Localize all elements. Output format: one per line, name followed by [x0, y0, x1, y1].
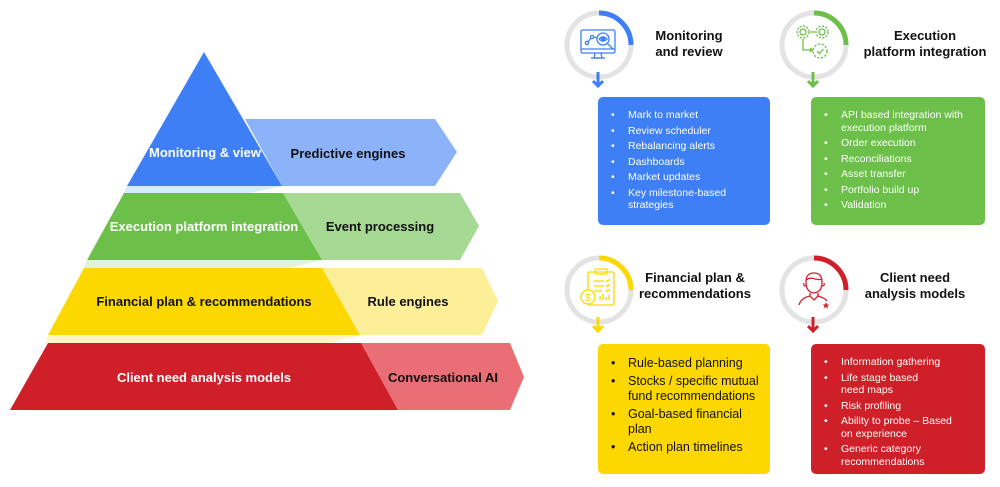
- clipboard-dollar-icon: $: [580, 268, 615, 306]
- list-item: Mark to market: [608, 109, 760, 122]
- list-item: Validation: [821, 199, 975, 212]
- list-item: Key milestone-based strategies: [608, 187, 760, 212]
- svg-text:$: $: [585, 293, 591, 304]
- feature-list: Mark to market Review scheduler Rebalanc…: [608, 109, 760, 212]
- tier-arrow-label-event-processing: Event processing: [326, 219, 434, 234]
- card-client-need: Information gathering Life stage based n…: [811, 344, 985, 474]
- section-title: Execution platform integration: [863, 28, 987, 59]
- list-item: Rule-based planning: [608, 356, 760, 371]
- card-financial-plan: Rule-based planning Stocks / specific mu…: [598, 344, 770, 474]
- list-item: Review scheduler: [608, 125, 760, 138]
- list-item: Order execution: [821, 137, 975, 150]
- card-execution-platform: API based integration with execution pla…: [811, 97, 985, 225]
- pyramid-tier-financial-plan: Financial plan & recommendations Rule en…: [46, 268, 498, 343]
- tier-shape-client-need: [10, 343, 398, 410]
- list-item: Asset transfer: [821, 168, 975, 181]
- tier-label-execution: Execution platform integration: [110, 219, 299, 234]
- list-item: Portfolio build up: [821, 184, 975, 197]
- tier-arrow-label-predictive-engines: Predictive engines: [291, 146, 406, 161]
- list-item: Dashboards: [608, 156, 760, 169]
- tier-label-financial-plan: Financial plan & recommendations: [96, 294, 311, 309]
- list-item: Market updates: [608, 171, 760, 184]
- arrow-down-icon: [591, 72, 605, 89]
- arrow-down-icon: [591, 317, 605, 334]
- tier-arrow-event-processing: [283, 193, 479, 260]
- tier-shadow: [84, 260, 322, 268]
- tier-arrow-label-rule-engines: Rule engines: [368, 294, 449, 309]
- tier-arrow-conversational-ai: [361, 343, 524, 410]
- list-item: Goal-based financial plan: [608, 407, 760, 437]
- pyramid-tier-client-need: Client need analysis models Conversation…: [10, 343, 524, 410]
- list-item: Action plan timelines: [608, 440, 760, 455]
- tier-arrow-rule-engines: [322, 268, 498, 335]
- feature-list: API based integration with execution pla…: [821, 109, 975, 212]
- list-item: Risk profiling: [821, 400, 975, 413]
- tier-shape-monitoring: [127, 52, 282, 186]
- list-item: Reconciliations: [821, 153, 975, 166]
- tier-shadow: [124, 186, 282, 193]
- list-item: API based integration with execution pla…: [821, 109, 975, 134]
- tier-shape-financial-plan: [48, 268, 360, 335]
- section-title: Client need analysis models: [864, 270, 966, 301]
- monitor-analytics-icon: [580, 29, 616, 59]
- arrow-down-icon: [806, 317, 820, 334]
- tier-arrow-predictive-engines: [245, 119, 457, 186]
- gears-workflow-icon: [796, 25, 829, 59]
- client-user-icon: [798, 272, 830, 309]
- feature-list: Rule-based planning Stocks / specific mu…: [608, 356, 760, 455]
- pyramid-tier-monitoring: Monitoring & view Predictive engines: [124, 52, 457, 193]
- list-item: Rebalancing alerts: [608, 140, 760, 153]
- section-title: Monitoring and review: [655, 28, 723, 59]
- arrow-down-icon: [806, 72, 820, 89]
- list-item: Life stage based need maps: [821, 372, 975, 397]
- list-item: Generic category recommendations: [821, 443, 975, 468]
- card-monitoring-review: Mark to market Review scheduler Rebalanc…: [598, 97, 770, 225]
- feature-list: Information gathering Life stage based n…: [821, 356, 975, 468]
- tier-arrow-label-conversational-ai: Conversational AI: [388, 370, 498, 385]
- list-item: Information gathering: [821, 356, 975, 369]
- list-item: Ability to probe – Based on experience: [821, 415, 975, 440]
- tier-label-client-need: Client need analysis models: [117, 370, 291, 385]
- tier-label-monitoring: Monitoring & view: [149, 145, 262, 160]
- list-item: Stocks / specific mutual fund recommenda…: [608, 374, 760, 404]
- tier-shape-execution: [87, 193, 322, 260]
- pyramid-tier-execution: Execution platform integration Event pro…: [84, 193, 479, 268]
- section-title: Financial plan & recommendations: [639, 270, 751, 301]
- pyramid-diagram: Monitoring & view Predictive engines Exe…: [10, 52, 524, 410]
- tier-shadow: [46, 335, 360, 343]
